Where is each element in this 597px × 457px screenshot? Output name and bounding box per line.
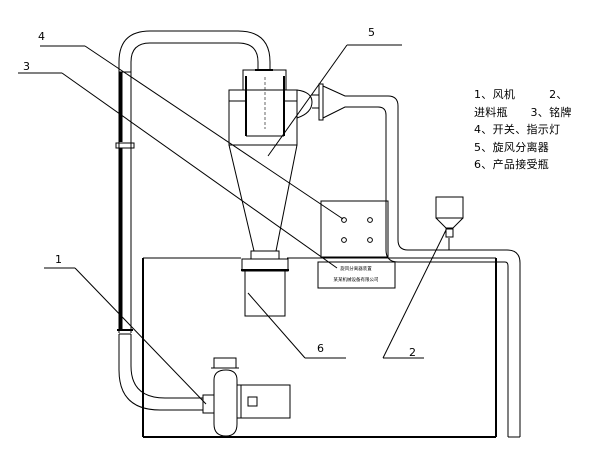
parts-legend: 1、风机 2、进料瓶 3、铭牌 4、开关、指示灯 5、旋风分离器 6、产品接受瓶 [474, 88, 597, 171]
left-vertical-pipe [115, 71, 135, 335]
callout-2: 2 [409, 346, 416, 359]
callout-numbers: 4 3 1 5 6 2 [23, 26, 416, 359]
fan-blower [202, 357, 291, 437]
leader-lines [18, 44, 447, 405]
top-loop-pipe [118, 30, 273, 72]
nameplate-line2: 某某机械设备有限公司 [334, 276, 379, 283]
indicator-light-2 [367, 217, 373, 223]
callout-6: 6 [317, 342, 324, 355]
feed-pipe [312, 83, 521, 438]
nameplate: 旋风分离器装置 某某机械设备有限公司 [317, 261, 396, 289]
nameplate-line1: 旋风分离器装置 [340, 265, 372, 272]
switch-1 [341, 237, 347, 243]
control-panel [320, 200, 389, 258]
bottom-loop-pipe [118, 334, 203, 411]
feed-bottle [435, 196, 464, 250]
cyclone-separator [228, 69, 313, 317]
callout-4: 4 [38, 30, 45, 43]
callout-1: 1 [55, 253, 62, 266]
callout-5: 5 [368, 26, 375, 39]
callout-3: 3 [23, 60, 30, 73]
cabinet [142, 257, 497, 438]
switch-2 [367, 237, 373, 243]
indicator-light-1 [341, 217, 347, 223]
